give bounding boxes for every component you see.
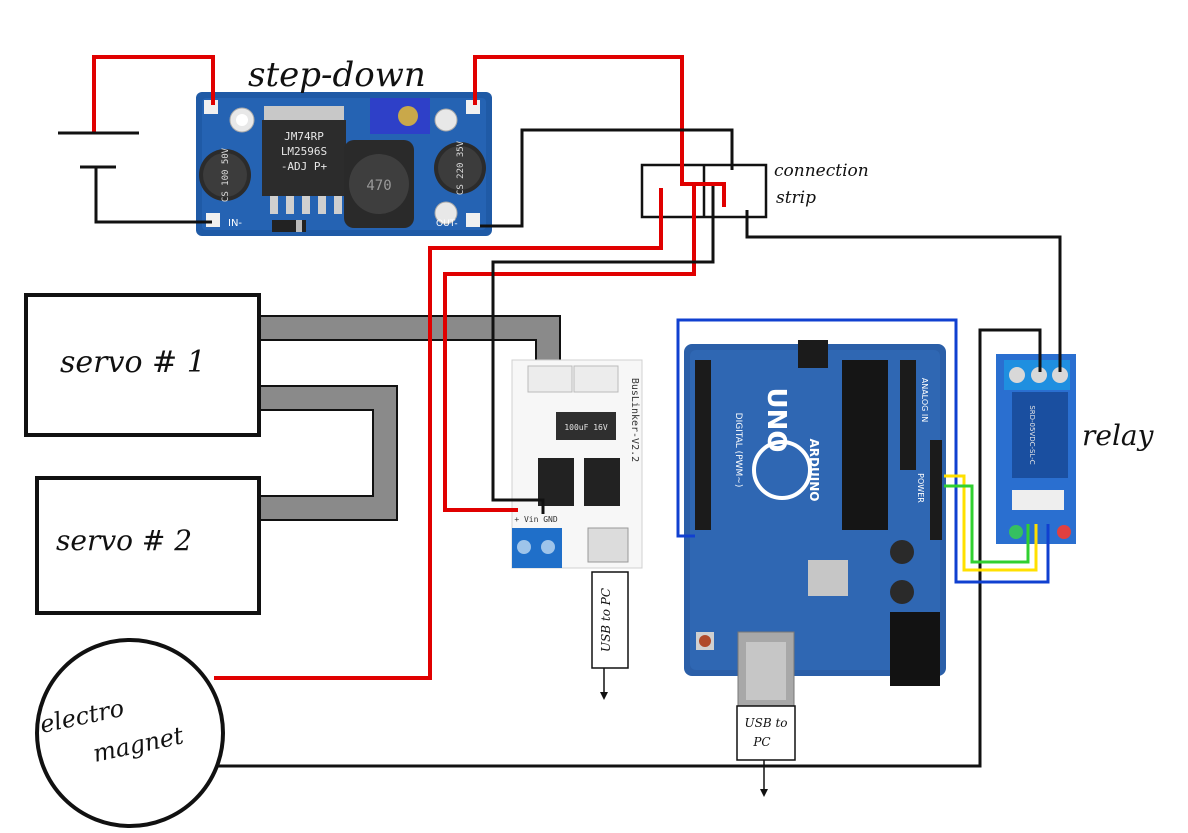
servo-1-label: servo # 1 [60, 345, 206, 380]
lm-chip-line3: -ADJ P+ [281, 160, 328, 173]
lm-chip-line1: JM74RP [284, 130, 324, 143]
electromagnet-circle [35, 638, 225, 828]
usb-label-buslinker-text: USB to PC [599, 588, 613, 652]
servo-2-label: servo # 2 [56, 524, 192, 557]
step-down-label: step-down [248, 55, 426, 95]
relay-label: relay [1082, 419, 1155, 452]
buslinker-name: BusLinker-V2.2 [629, 378, 640, 462]
lm-chip: JM74RP LM2596S -ADJ P+ [262, 106, 346, 214]
usb-label-buslinker: USB to PC [591, 571, 629, 700]
out-minus-label: OUT- [436, 219, 458, 229]
buslinker-pins: + Vin GND [514, 515, 558, 524]
uno-analog: ANALOG IN [920, 378, 929, 423]
cap-in-text: CS 100 50V [221, 147, 231, 202]
in-minus-label: IN- [228, 218, 242, 229]
relay-module: SRD-05VDC-SL-C [996, 354, 1076, 544]
usb-label-uno-line2: PC [752, 735, 770, 749]
connection-strip-label-1: connection [774, 161, 869, 181]
servo-cables [258, 315, 561, 521]
servo-1-box [24, 293, 261, 437]
buslinker-board: 100uF 16V BusLinker-V2.2 + Vin GND [511, 359, 643, 569]
ground-wires [58, 128, 1062, 768]
inductor-text: 470 [366, 178, 391, 194]
cap-out-text: CS 220 35V [456, 140, 466, 195]
buslinker-cap-text: 100uF 16V [564, 423, 608, 432]
lm-chip-line2: LM2596S [281, 145, 327, 158]
inductor: 470 [344, 140, 414, 228]
step-down-module: CS 100 50V JM74RP LM2596S -ADJ P+ 470 [196, 92, 492, 236]
uno-arduino: ARDUINO [807, 439, 821, 502]
usb-label-uno-line1: USB to [744, 716, 787, 730]
uno-digital: DIGITAL (PWM~) [733, 413, 743, 488]
arduino-uno-board: UNO ARDUINO DIGITAL (PWM~) POWER ANALOG … [684, 340, 946, 709]
relay-model: SRD-05VDC-SL-C [1028, 405, 1036, 464]
usb-label-uno: USB to PC [736, 705, 796, 797]
uno-power: POWER [916, 473, 925, 503]
servo-2-box [35, 476, 261, 615]
signal-wires [676, 318, 1050, 584]
uno-brand: UNO [761, 388, 791, 453]
power-wires [92, 55, 726, 680]
connection-strip-label-2: strip [776, 188, 816, 208]
